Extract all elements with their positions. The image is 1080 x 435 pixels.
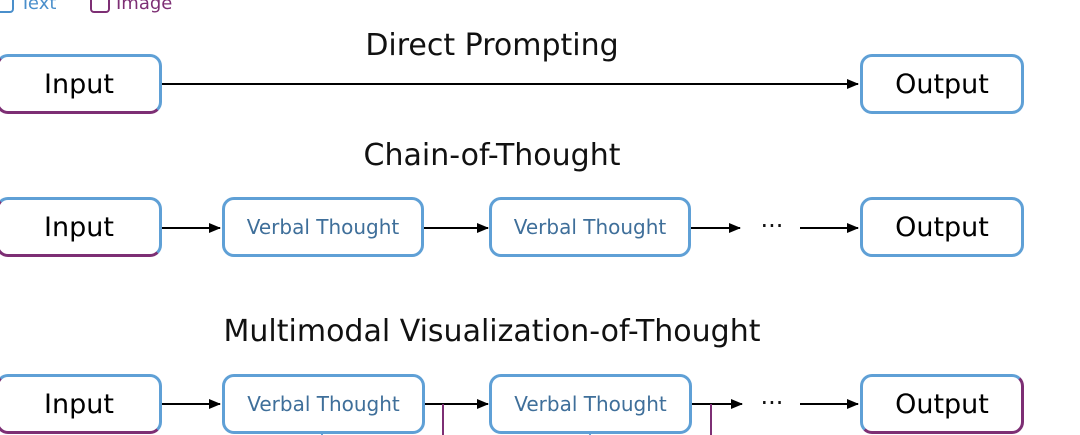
mvot-output-box: Output (860, 374, 1024, 434)
mvot-verbal-thought-2: Verbal Thought (489, 374, 692, 434)
legend-image-label: Image (116, 0, 173, 14)
cot-output-box: Output (860, 197, 1024, 257)
legend-text-swatch (0, 0, 14, 13)
mvot-verbal-thought-1: Verbal Thought (222, 374, 425, 434)
section-title-chain-of-thought: Chain-of-Thought (363, 138, 621, 173)
cot-ellipsis: ··· (760, 212, 784, 240)
section-title-multimodal-vot: Multimodal Visualization-of-Thought (223, 314, 761, 349)
cot-input-box: Input (0, 197, 162, 257)
mvot-input-box: Input (0, 374, 162, 434)
direct-output-box: Output (860, 54, 1024, 114)
legend-text: Text (0, 0, 56, 14)
cot-verbal-thought-2: Verbal Thought (489, 197, 691, 257)
cot-verbal-thought-1: Verbal Thought (222, 197, 424, 257)
legend-image-swatch (90, 0, 110, 13)
mvot-ellipsis: ··· (760, 389, 784, 417)
direct-input-box: Input (0, 54, 162, 114)
legend-image: Image (90, 0, 172, 14)
legend-text-label: Text (20, 0, 57, 14)
section-title-direct-prompting: Direct Prompting (365, 28, 619, 63)
